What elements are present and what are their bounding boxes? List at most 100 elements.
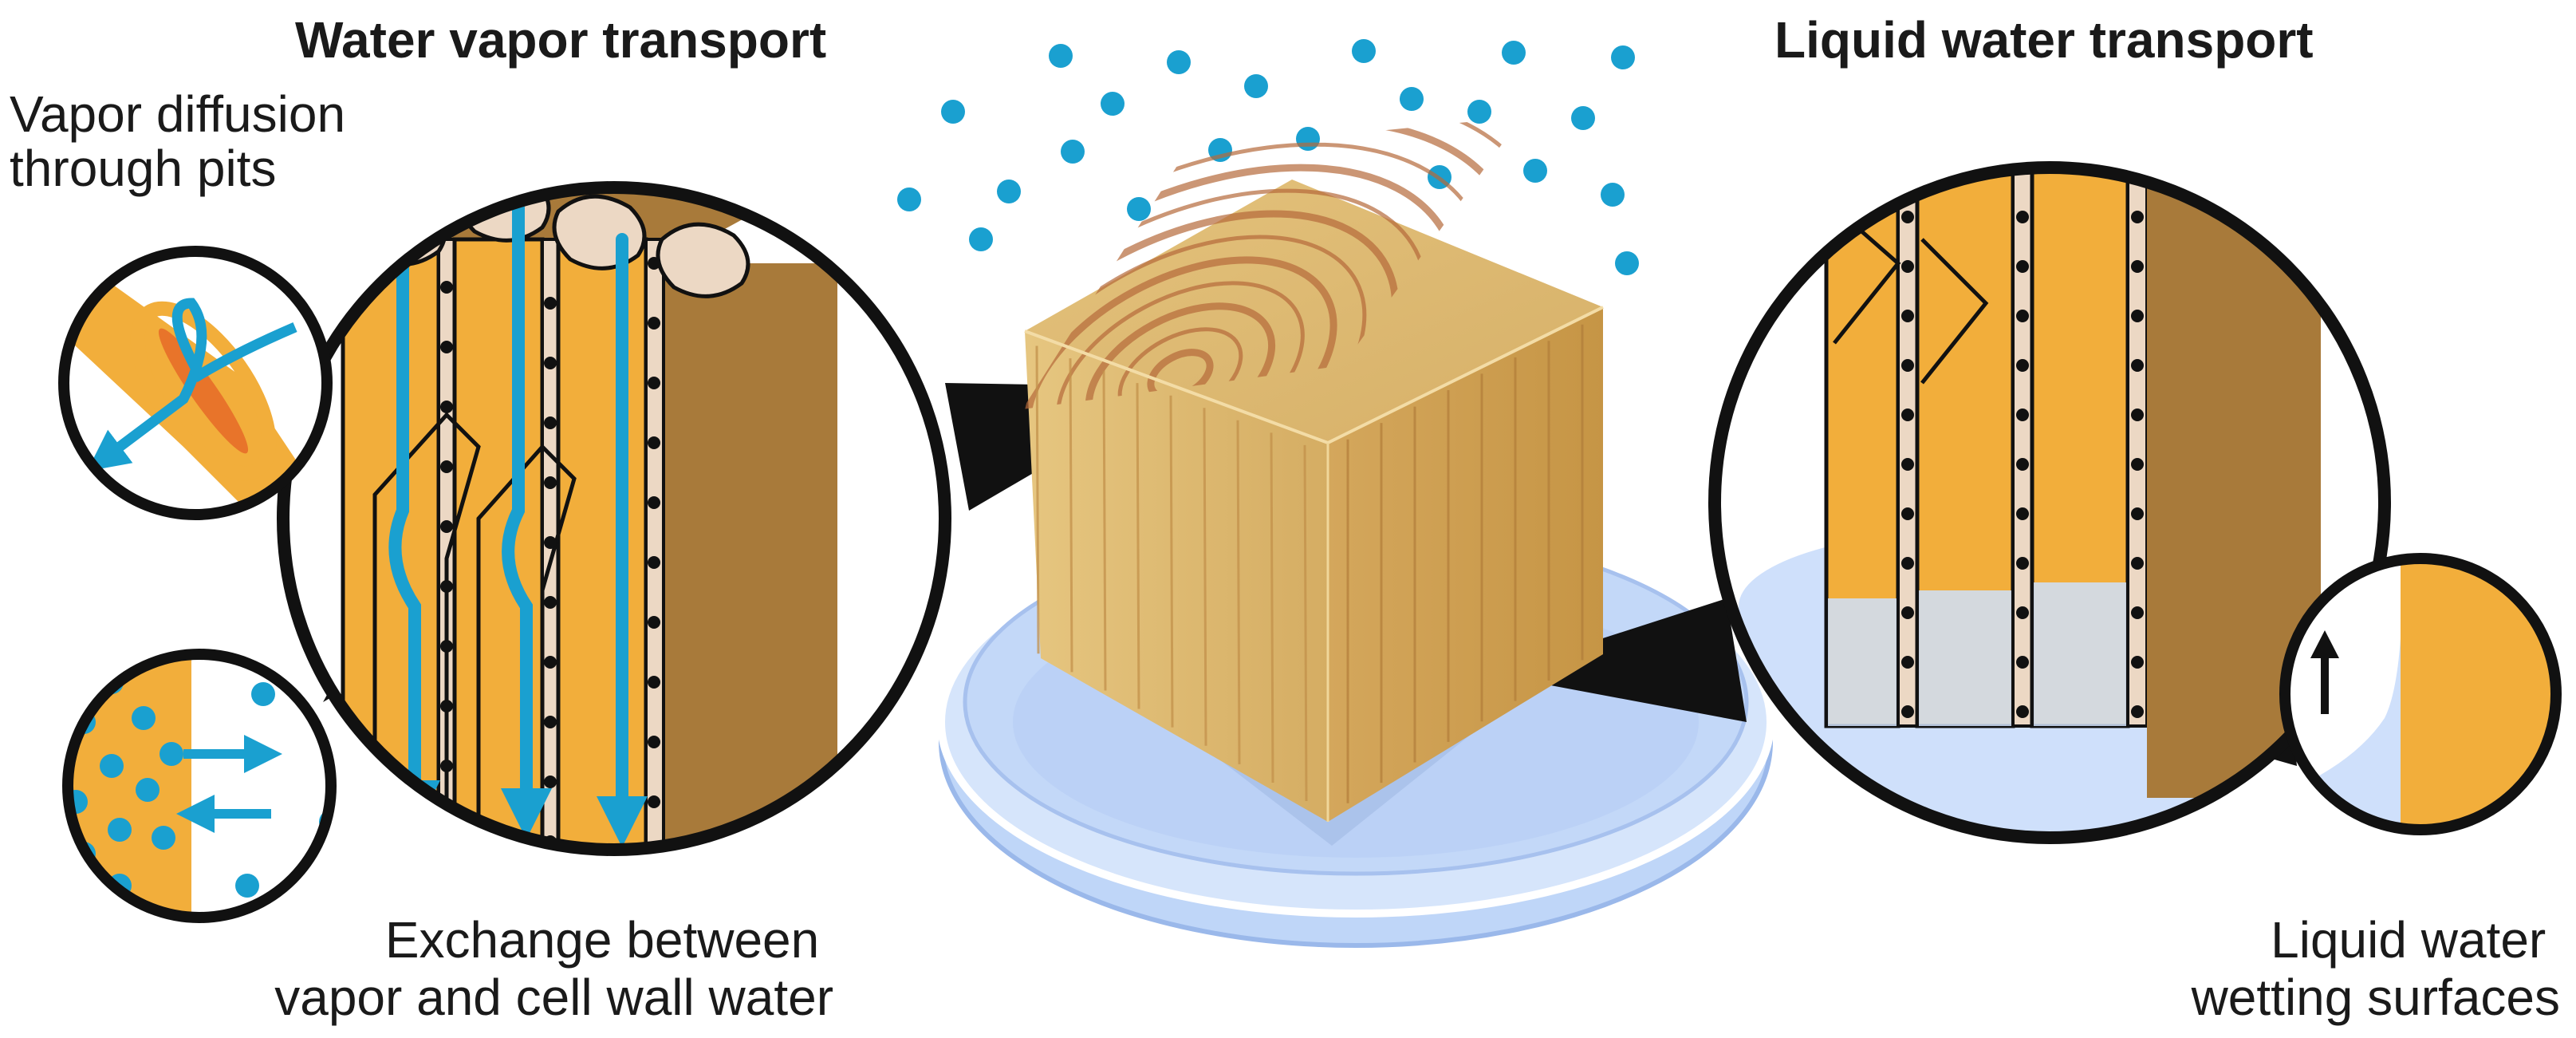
- pit-dot: [648, 317, 660, 330]
- pit-dot: [1901, 507, 1914, 520]
- grain-line: [1303, 444, 1308, 802]
- pit-dot: [544, 656, 557, 669]
- pit-dot: [440, 700, 453, 712]
- pit-dot: [440, 520, 453, 533]
- pit-dot: [2131, 606, 2144, 619]
- pit-dot: [440, 341, 453, 353]
- pit-dot: [1901, 359, 1914, 372]
- pit-dot: [2016, 656, 2029, 669]
- vapor-molecules: [897, 39, 1639, 275]
- pit-dot: [2016, 606, 2029, 619]
- wood-cell-block-vapor: [335, 187, 837, 850]
- grain-line: [1203, 408, 1207, 746]
- pit-dot: [648, 257, 660, 270]
- pit-dot: [2016, 507, 2029, 520]
- vapor-molecule-icon: [1467, 100, 1491, 124]
- vapor-molecule-icon: [1244, 74, 1268, 98]
- pit-dot: [1901, 606, 1914, 619]
- exchange-arrows: [176, 735, 282, 833]
- pit-dot: [544, 596, 557, 609]
- water-molecule-icon: [235, 874, 259, 898]
- pit-dot: [2131, 656, 2144, 669]
- vapor-molecule-icon: [897, 187, 921, 211]
- vapor-molecule-icon: [1601, 183, 1625, 207]
- exchange-label: Exchange between vapor and cell wall wat…: [274, 911, 833, 1026]
- grain-line: [1236, 420, 1241, 764]
- pit-dot: [1901, 557, 1914, 570]
- pit-dot: [544, 297, 557, 310]
- pit-dot: [2016, 705, 2029, 718]
- grain-lines-left-face: [1035, 345, 1308, 802]
- water-molecule-icon: [152, 826, 175, 850]
- capillary-rise-arrow-icon: [2310, 630, 2339, 714]
- pit-dot: [440, 819, 453, 832]
- vapor-molecule-icon: [969, 227, 993, 251]
- pit-dot: [544, 776, 557, 788]
- pit-dot: [1901, 656, 1914, 669]
- pit-dot: [2131, 260, 2144, 273]
- vapor-molecule-icon: [997, 180, 1021, 203]
- pit-dot: [648, 436, 660, 449]
- pit-dot: [440, 281, 453, 294]
- grain-line: [1035, 345, 1040, 654]
- grain-line: [1169, 395, 1174, 728]
- water-molecule-icon: [136, 778, 160, 802]
- pit-dot: [1901, 408, 1914, 421]
- pit-dot: [1901, 458, 1914, 471]
- vapor-molecule-icon: [1611, 45, 1635, 69]
- water-molecule-icon: [108, 818, 132, 842]
- right-callout-pointer: [1491, 598, 1747, 722]
- grain-line: [1102, 370, 1107, 691]
- vapor-molecule-icon: [1615, 251, 1639, 275]
- pit-dot: [2131, 705, 2144, 718]
- pit-dot: [544, 716, 557, 728]
- vapor-molecule-icon: [1352, 39, 1376, 63]
- pit-dot: [648, 377, 660, 389]
- pit-dot: [648, 556, 660, 569]
- water-molecule-icon: [132, 706, 156, 730]
- pit-dot: [648, 496, 660, 509]
- pit-dot: [648, 676, 660, 689]
- vapor-molecule-icon: [1049, 44, 1073, 68]
- pit-dot: [648, 795, 660, 808]
- wetting-label: Liquid water wetting surfaces: [2191, 911, 2560, 1026]
- pit-dot: [2016, 211, 2029, 223]
- pit-dot: [648, 616, 660, 629]
- water-molecule-icon: [251, 682, 275, 706]
- pit-dot: [2131, 359, 2144, 372]
- pit-dot: [2016, 359, 2029, 372]
- vapor-molecule-icon: [1167, 50, 1191, 74]
- pit-diffusion-label: Vapor diffusion through pits: [10, 85, 360, 197]
- grain-line: [1069, 358, 1073, 673]
- liquid-transport-magnifier: [1708, 161, 2391, 844]
- pit-dot: [648, 736, 660, 748]
- pit-dot: [544, 416, 557, 429]
- vapor-molecule-icon: [1101, 92, 1125, 116]
- exchange-magnifier: [62, 649, 337, 923]
- pit-dot: [2131, 557, 2144, 570]
- pit-dot: [2131, 211, 2144, 223]
- vapor-molecule-icon: [1502, 41, 1526, 65]
- pit-dot: [440, 460, 453, 473]
- vapor-flow-arrows: [388, 187, 648, 847]
- vapor-molecule-icon: [1523, 159, 1547, 183]
- grain-line: [1136, 383, 1140, 709]
- pit-dot: [2016, 458, 2029, 471]
- pit-dot: [1901, 310, 1914, 322]
- diffusion-arrow-icon: [87, 298, 297, 472]
- pit-dot: [440, 401, 453, 413]
- pit-dot: [2016, 260, 2029, 273]
- vapor-molecule-icon: [1061, 140, 1085, 164]
- vapor-transport-magnifier: [277, 181, 951, 856]
- vapor-molecule-icon: [1571, 106, 1595, 130]
- grain-lines-right-face: [1346, 324, 1584, 803]
- pit-dot: [544, 476, 557, 489]
- pit-dot: [1901, 705, 1914, 718]
- pit-dot: [1901, 260, 1914, 273]
- right-panel-title: Liquid water transport: [1774, 11, 2314, 69]
- pit-dot: [1901, 211, 1914, 223]
- pit-dot: [2131, 458, 2144, 471]
- pit-dot: [1901, 168, 1914, 174]
- pit-diffusion-magnifier: [58, 246, 333, 520]
